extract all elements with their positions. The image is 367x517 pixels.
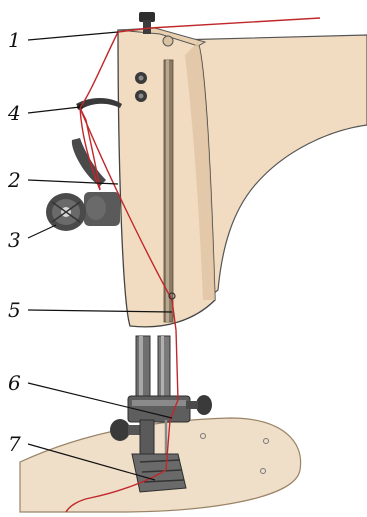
label-1: 1 (8, 28, 21, 52)
presser-foot-icon (132, 454, 186, 492)
label-4: 4 (7, 101, 21, 125)
label-6: 6 (8, 371, 21, 395)
presser-foot-shank (140, 420, 154, 454)
leader-line-1 (28, 32, 118, 40)
label-5: 5 (8, 298, 21, 322)
label-2: 2 (7, 168, 21, 192)
leader-line-4 (28, 107, 80, 113)
thread-guide-lever-icon (72, 138, 106, 186)
leader-line-3 (28, 225, 56, 238)
top-screw (163, 36, 173, 46)
tension-disc-icon (46, 192, 120, 231)
label-7: 7 (8, 432, 21, 456)
label-3: 3 (8, 228, 21, 252)
